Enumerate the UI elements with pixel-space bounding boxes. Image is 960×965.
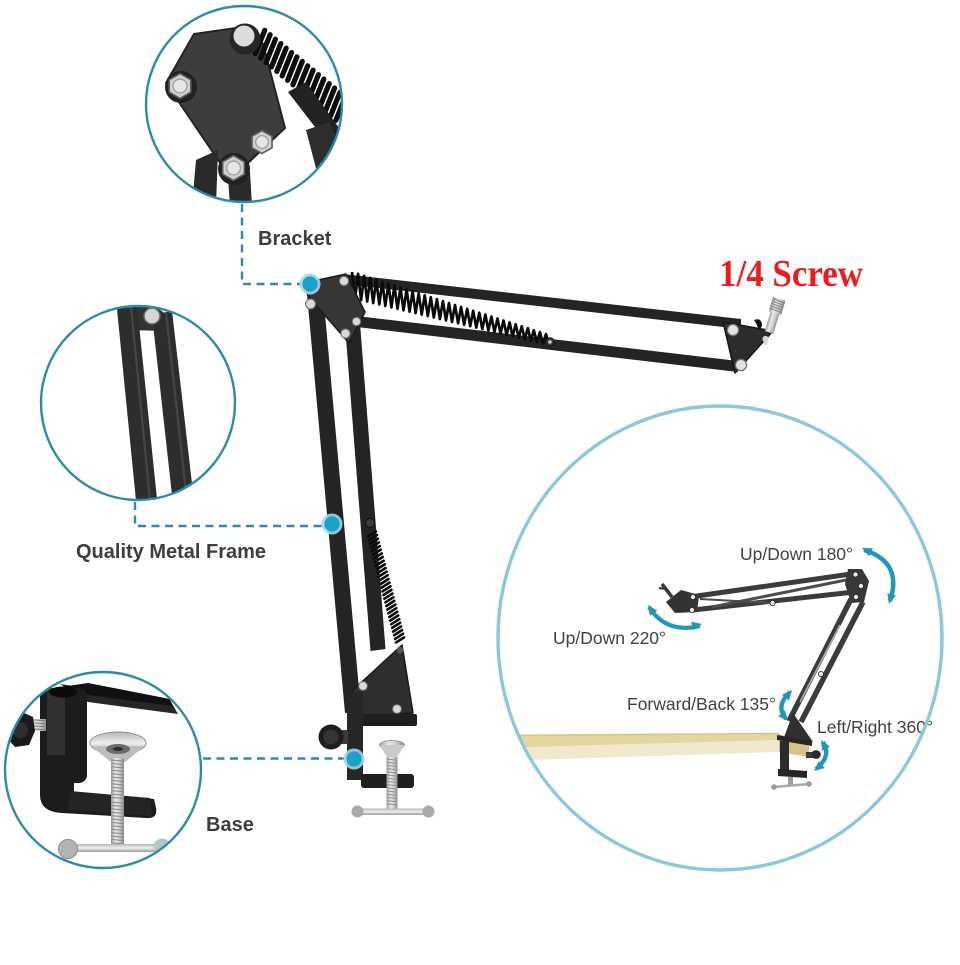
svg-text:Base: Base bbox=[206, 814, 254, 836]
svg-text:Left/Right 360°: Left/Right 360° bbox=[817, 717, 933, 737]
svg-text:Quality Metal Frame: Quality Metal Frame bbox=[76, 541, 266, 563]
svg-text:Forward/Back 135°: Forward/Back 135° bbox=[627, 694, 776, 714]
svg-text:Up/Down 180°: Up/Down 180° bbox=[740, 544, 853, 564]
svg-text:Bracket: Bracket bbox=[258, 228, 332, 250]
svg-text:Up/Down 220°: Up/Down 220° bbox=[553, 628, 666, 648]
svg-text:1/4 Screw: 1/4 Screw bbox=[719, 253, 864, 295]
